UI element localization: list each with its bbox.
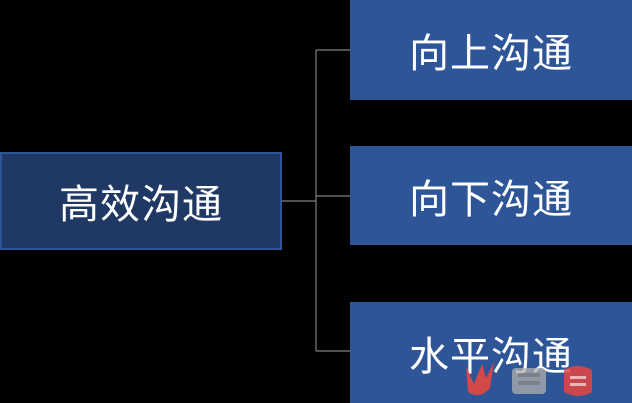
root-node-label: 高效沟通 — [59, 182, 223, 228]
watermark-logo — [466, 362, 592, 396]
child-node-label: 向下沟通 — [409, 176, 573, 223]
child-node-upward: 向上沟通 — [350, 0, 632, 100]
root-node: 高效沟通 — [0, 152, 282, 250]
child-node-label: 向上沟通 — [409, 31, 573, 77]
child-node-downward: 向下沟通 — [350, 146, 632, 245]
